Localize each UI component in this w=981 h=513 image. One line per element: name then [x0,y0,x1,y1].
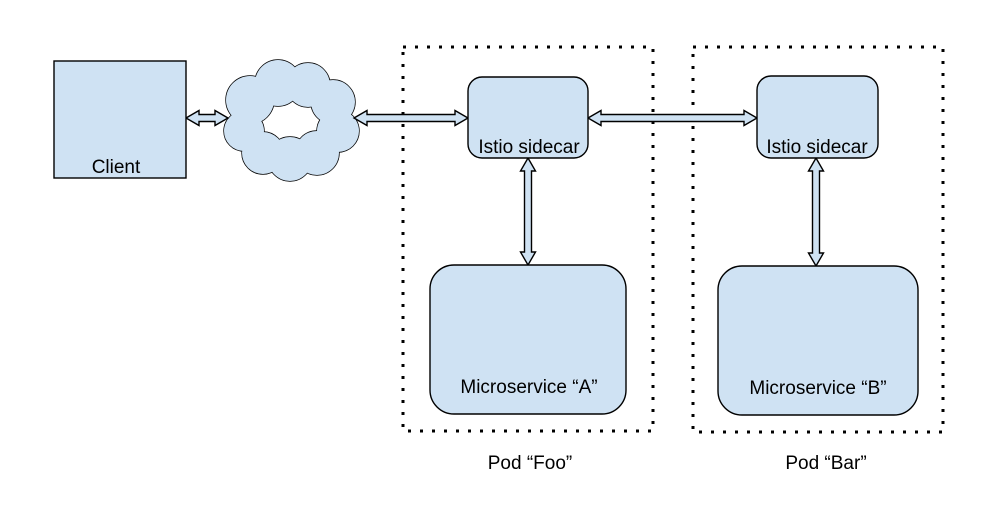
pod-foo-label: Pod “Foo” [488,453,572,474]
client-label: Client [92,157,141,178]
client-node [53,60,187,179]
arrow-sidecar-foo-sidecar-bar [586,109,759,127]
arrow-sidecar-foo-microservice-a [519,156,537,267]
arrow-cloud-sidecar-foo [352,109,470,127]
istio-sidecar-bar-label: Istio sidecar [766,137,868,158]
microservice-b-node [717,265,919,416]
istio-sidecar-foo-node [467,76,589,159]
istio-sidecar-bar-node [756,75,879,159]
pod-bar-label: Pod “Bar” [785,453,866,474]
istio-sidecar-foo-label: Istio sidecar [478,137,580,158]
arrow-sidecar-bar-microservice-b [807,156,825,268]
cloud-fill [224,60,359,181]
microservice-a-label: Microservice “A” [460,377,597,398]
cloud-icon [223,59,360,182]
arrow-client-cloud [184,109,230,127]
microservice-a-node [429,264,627,415]
microservice-b-label: Microservice “B” [749,378,886,399]
pod-foo-boundary [401,45,655,433]
